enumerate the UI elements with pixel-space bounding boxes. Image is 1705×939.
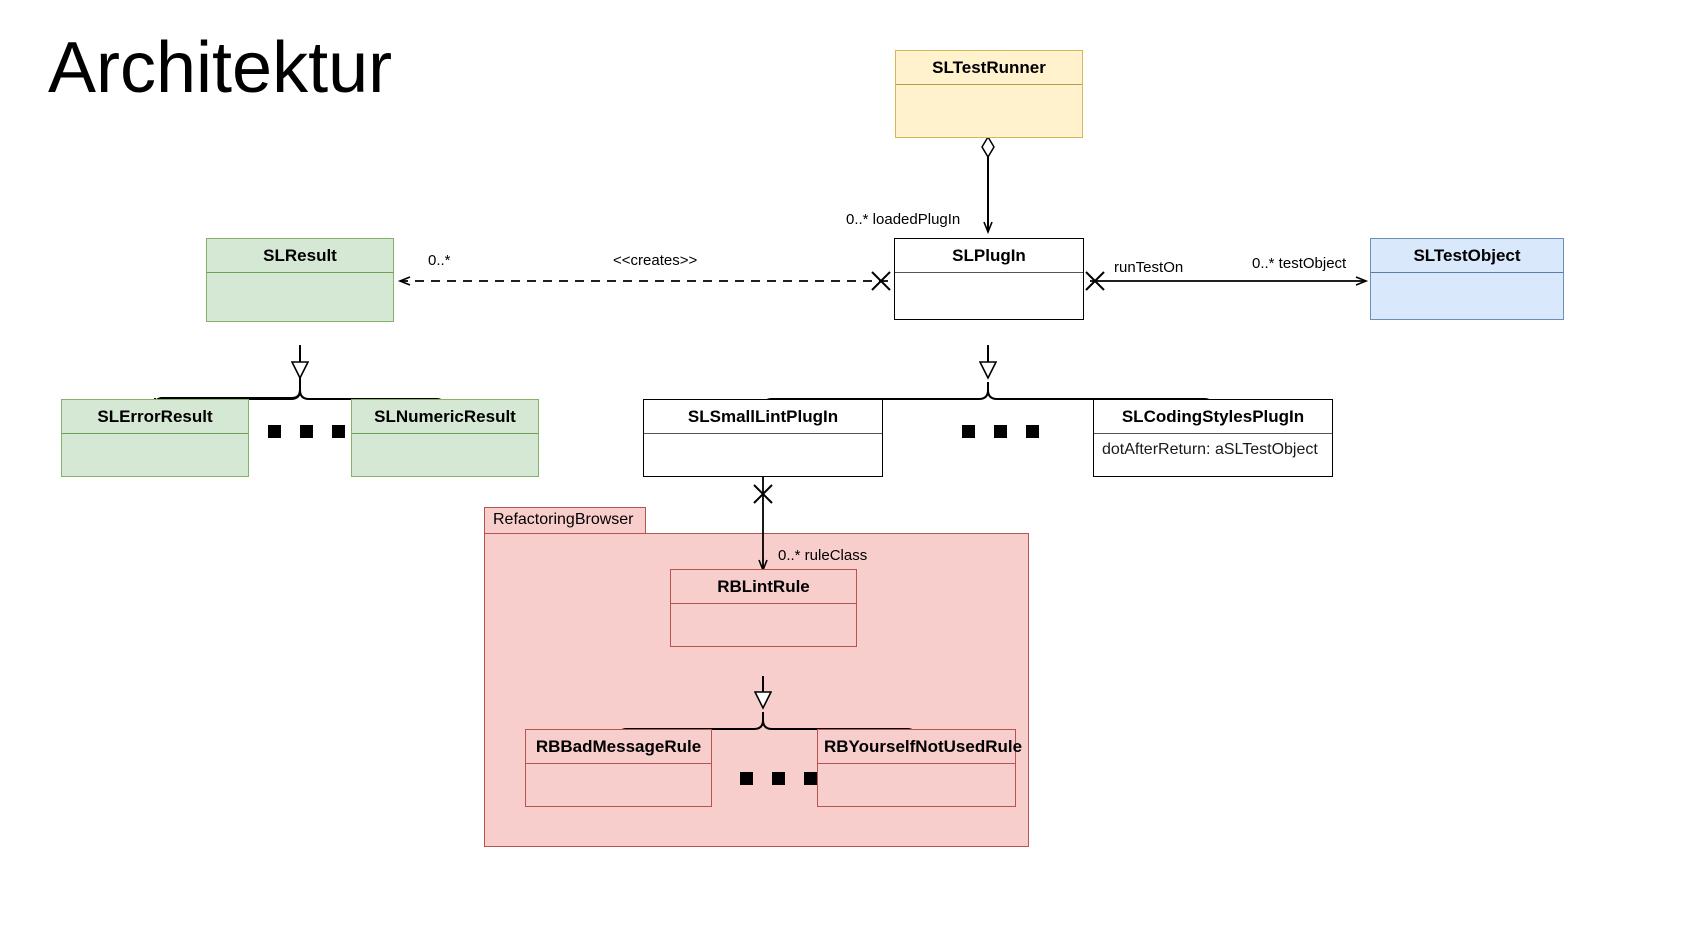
class-attributes-rb-yourself-not-used-rule	[818, 764, 1015, 806]
ellipsis-dot	[804, 772, 817, 785]
edge-label-test-object: 0..* testObject	[1252, 255, 1347, 272]
ellipsis-dot	[1026, 425, 1039, 438]
class-attributes-sl-test-object	[1371, 273, 1563, 319]
class-name-rb-bad-message-rule: RBBadMessageRule	[526, 730, 711, 764]
class-box-rb-lint-rule[interactable]: RBLintRule	[670, 569, 857, 647]
class-attributes-rb-bad-message-rule	[526, 764, 711, 806]
class-attributes-sl-plugin	[895, 273, 1083, 319]
class-attributes-sl-numeric-result	[352, 434, 538, 476]
page-title: Architektur	[48, 28, 393, 108]
class-box-rb-yourself-not-used-rule[interactable]: RBYourselfNotUsedRule	[817, 729, 1022, 807]
class-box-sl-result[interactable]: SLResult	[206, 238, 394, 322]
class-box-rb-bad-message-rule[interactable]: RBBadMessageRule	[525, 729, 712, 807]
class-name-sl-test-object: SLTestObject	[1371, 239, 1563, 273]
edge-label-creates-stereotype: <<creates>>	[613, 252, 698, 269]
edge-label-loaded-plugin: 0..* loadedPlugIn	[846, 211, 961, 228]
edge-label-rule-class: 0..* ruleClass	[778, 547, 868, 564]
ellipsis-dot	[740, 772, 753, 785]
ellipsis-dot	[300, 425, 313, 438]
ellipsis-dot	[772, 772, 785, 785]
class-box-sl-plugin[interactable]: SLPlugIn	[894, 238, 1084, 320]
edge-plugin-creates-result	[397, 271, 891, 291]
edge-label-creates-multiplicity: 0..*	[428, 252, 451, 269]
class-box-sl-small-lint-plugin[interactable]: SLSmallLintPlugIn	[643, 399, 883, 477]
class-attributes-sl-test-runner	[896, 85, 1082, 137]
class-name-rb-lint-rule: RBLintRule	[671, 570, 856, 604]
class-attributes-sl-small-lint-plugin	[644, 434, 882, 476]
ellipsis-dot	[268, 425, 281, 438]
ellipsis-dot	[962, 425, 975, 438]
class-box-sl-test-object[interactable]: SLTestObject	[1370, 238, 1564, 320]
class-box-sl-error-result[interactable]: SLErrorResult	[61, 399, 249, 477]
ellipsis-sl-plugin-subclasses	[962, 425, 1039, 438]
class-box-sl-test-runner[interactable]: SLTestRunner	[895, 50, 1083, 138]
class-name-sl-plugin: SLPlugIn	[895, 239, 1083, 273]
class-box-sl-coding-styles-plugin[interactable]: SLCodingStylesPlugIn dotAfterReturn: aSL…	[1093, 399, 1333, 477]
class-name-sl-result: SLResult	[207, 239, 393, 273]
class-attributes-sl-error-result	[62, 434, 248, 476]
ellipsis-sl-result-subclasses	[268, 425, 345, 438]
class-attributes-sl-coding-styles-plugin: dotAfterReturn: aSLTestObject	[1102, 440, 1318, 458]
class-name-sl-error-result: SLErrorResult	[62, 400, 248, 434]
edge-label-run-test-on: runTestOn	[1114, 259, 1184, 276]
ellipsis-dot	[994, 425, 1007, 438]
class-box-sl-numeric-result[interactable]: SLNumericResult	[351, 399, 539, 477]
class-name-rb-yourself-not-used-rule: RBYourselfNotUsedRule	[818, 730, 1022, 764]
class-attributes-rb-lint-rule	[671, 604, 856, 646]
class-name-sl-small-lint-plugin: SLSmallLintPlugIn	[644, 400, 882, 434]
class-name-sl-test-runner: SLTestRunner	[896, 51, 1082, 85]
package-label: RefactoringBrowser	[484, 507, 646, 534]
class-attributes-sl-result	[207, 273, 393, 321]
ellipsis-rb-lint-rule-subclasses	[740, 772, 817, 785]
class-name-sl-numeric-result: SLNumericResult	[352, 400, 538, 434]
ellipsis-dot	[332, 425, 345, 438]
class-name-sl-coding-styles-plugin: SLCodingStylesPlugIn	[1094, 400, 1332, 434]
